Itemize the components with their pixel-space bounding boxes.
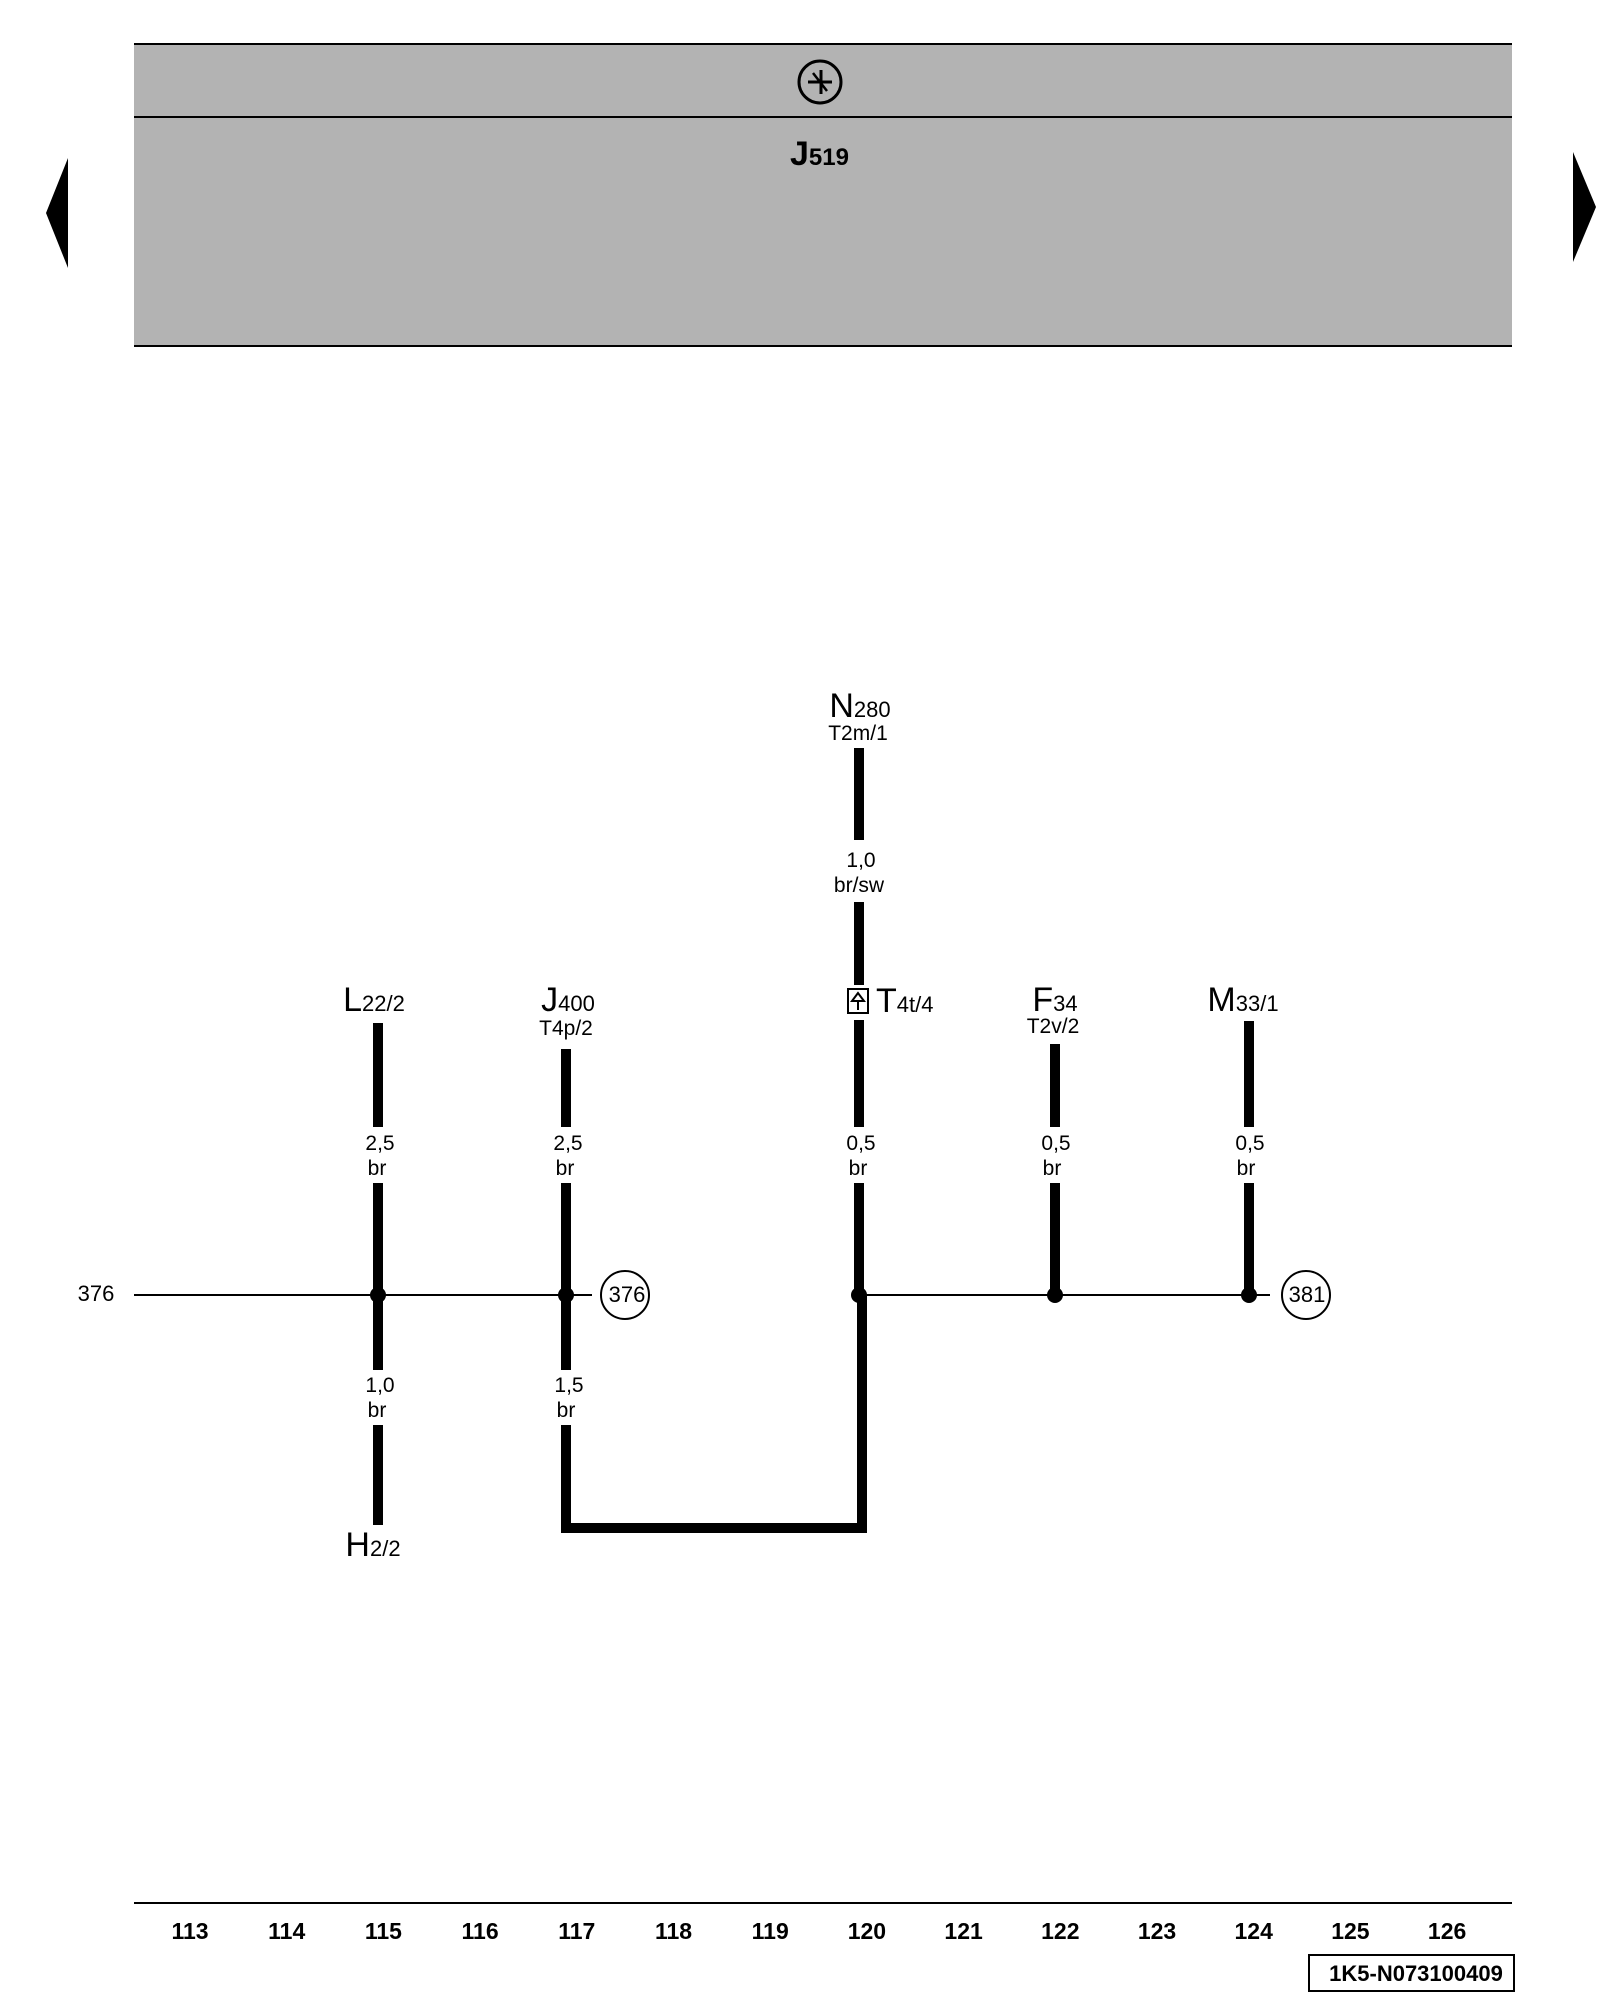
track-number: 113 [171, 1918, 208, 1944]
track-number-row: 113 114 115 116 117 118 119 120 121 122 123 124 125 1… [171, 1918, 1466, 1944]
track-number: 120 [848, 1918, 886, 1944]
junction-dots [370, 1287, 1257, 1303]
label-t4t: T4t/4 [876, 982, 933, 1020]
wire-f34-size: 0,5 [1041, 1132, 1070, 1155]
label-l22: L22/2 [343, 981, 405, 1019]
doc-id-box: 1K5-N073100409 [1308, 1954, 1515, 1992]
track-number: 117 [558, 1918, 595, 1944]
wire-j400-loop [561, 1295, 867, 1533]
label-j400: J400 [541, 981, 595, 1019]
track-number: 119 [752, 1918, 789, 1944]
connector-icon [847, 988, 869, 1014]
track-number: 114 [268, 1918, 305, 1944]
wire-j400-lower-color: br [557, 1399, 576, 1422]
label-h2: H2/2 [345, 1526, 400, 1564]
track-number: 115 [365, 1918, 402, 1944]
arrow-right-icon[interactable] [1573, 152, 1596, 262]
wire-n280-size: 1,0 [846, 849, 875, 872]
wire-f34-color: br [1043, 1157, 1062, 1180]
track-number: 121 [944, 1918, 983, 1944]
label-f34: F34 [1032, 981, 1077, 1019]
track-number: 116 [462, 1918, 499, 1944]
doc-id: 1K5-N073100409 [1329, 1961, 1503, 1986]
wire-t4t-color: br [849, 1157, 868, 1180]
track-number: 125 [1331, 1918, 1370, 1944]
wire-l22-color: br [368, 1157, 387, 1180]
pin-j400: T4p/2 [539, 1017, 593, 1040]
wire-j400-size: 2,5 [553, 1132, 582, 1155]
track-number: 123 [1138, 1918, 1176, 1944]
wire-j400-color: br [556, 1157, 575, 1180]
wire-m33-color: br [1237, 1157, 1256, 1180]
wire-h2-color: br [368, 1399, 387, 1422]
label-m33: M33/1 [1207, 981, 1278, 1019]
label-n280: N280 [829, 687, 890, 725]
ref-381-label: 381 [1289, 1282, 1326, 1307]
ref-376-badge[interactable]: 376 [600, 1270, 650, 1320]
ref-381-badge[interactable]: 381 [1281, 1270, 1331, 1320]
ground-symbol-icon [797, 59, 843, 105]
arrow-left-icon[interactable] [46, 158, 68, 268]
track-number: 124 [1235, 1918, 1274, 1944]
ref-376-label: 376 [609, 1282, 646, 1307]
track-number: 122 [1041, 1918, 1079, 1944]
wire-h2-size: 1,0 [365, 1374, 394, 1397]
bus-left-label: 376 [78, 1281, 115, 1306]
track-number: 118 [655, 1918, 692, 1944]
wire-j400-lower-size: 1,5 [554, 1374, 583, 1397]
track-number: 126 [1428, 1918, 1466, 1944]
wire-n280-color: br/sw [834, 874, 885, 897]
wire-l22-size: 2,5 [365, 1132, 394, 1155]
wire-m33-size: 0,5 [1235, 1132, 1264, 1155]
pin-f34: T2v/2 [1027, 1015, 1080, 1038]
module-title: J519 [790, 135, 849, 173]
header-panel [134, 43, 1512, 347]
pin-n280: T2m/1 [828, 722, 888, 745]
wire-t4t-size: 0,5 [846, 1132, 875, 1155]
